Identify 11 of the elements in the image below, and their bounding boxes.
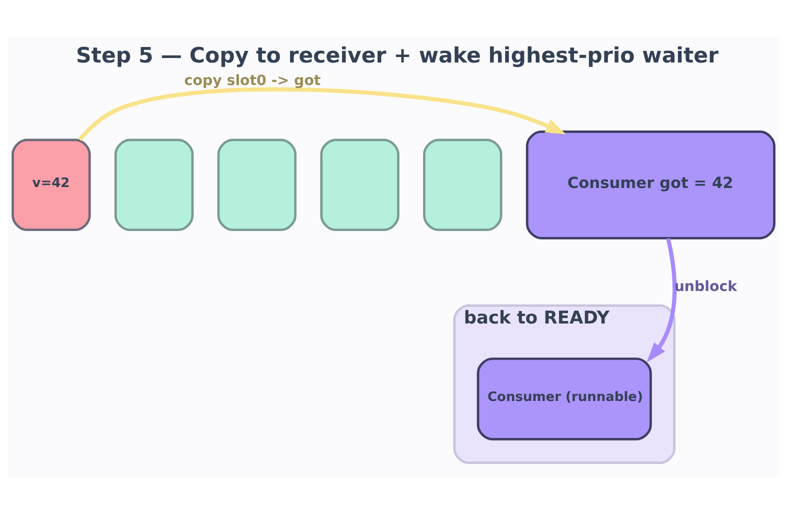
node-box: Consumer (runnable) — [476, 358, 652, 440]
diagram-title: Step 5 — Copy to receiver + wake highest-prio waiter — [76, 43, 719, 68]
node-box — [217, 138, 297, 232]
node-box: Consumer got = 42 — [526, 130, 776, 240]
node-box — [320, 138, 400, 232]
arrow — [646, 238, 677, 362]
node-box: v=42 — [12, 138, 91, 232]
node-box — [423, 138, 502, 232]
edge-label: copy slot0 -> got — [184, 73, 321, 90]
arrow — [78, 87, 566, 142]
node-box — [114, 138, 194, 232]
